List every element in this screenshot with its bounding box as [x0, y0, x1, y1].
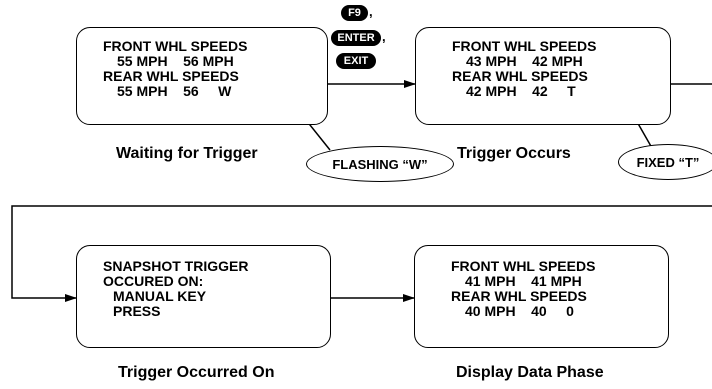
key-separator: , [369, 4, 373, 19]
screen-line: FRONT WHL SPEEDS [451, 258, 596, 274]
screen-line: PRESS [113, 303, 161, 319]
caption-display-data-phase: Display Data Phase [456, 364, 604, 381]
caption-trigger-occurs: Trigger Occurs [457, 145, 571, 162]
exit-key: EXIT [336, 53, 376, 69]
display-data-phase: FRONT WHL SPEEDS 41 MPH 41 MPH REAR WHL … [414, 245, 669, 348]
screen-line: SNAPSHOT TRIGGER [103, 258, 249, 274]
screen-line: FRONT WHL SPEEDS [103, 38, 248, 54]
screen-line: FRONT WHL SPEEDS [452, 38, 597, 54]
screen-line: 55 MPH 56 MPH [117, 53, 234, 69]
connector-wrap-row2 [11, 205, 712, 302]
screen-line: 40 MPH 40 0 [465, 303, 574, 319]
f9-key: F9 [341, 5, 368, 21]
screen-line: OCCURED ON: [103, 273, 204, 289]
display-trigger-occurred-on: SNAPSHOT TRIGGER OCCURED ON: MANUAL KEY … [76, 245, 331, 348]
display-waiting-for-trigger: FRONT WHL SPEEDS 55 MPH 56 MPH REAR WHL … [76, 27, 328, 125]
callout-fixed-t: FIXED “T” [618, 144, 712, 180]
display-trigger-occurs: FRONT WHL SPEEDS 43 MPH 42 MPH REAR WHL … [415, 27, 671, 125]
caption-waiting-for-trigger: Waiting for Trigger [116, 145, 258, 162]
screen-line: REAR WHL SPEEDS [103, 68, 239, 84]
enter-key: ENTER [331, 30, 381, 46]
screen-line: 41 MPH 41 MPH [465, 273, 582, 289]
screen-line: REAR WHL SPEEDS [451, 288, 587, 304]
screen-line: 43 MPH 42 MPH [466, 53, 583, 69]
screen-line: MANUAL KEY [113, 288, 207, 304]
key-separator: , [382, 29, 386, 44]
screen-line: 55 MPH 56 W [117, 83, 232, 99]
screen-line: REAR WHL SPEEDS [452, 68, 588, 84]
callout-flashing-w: FLASHING “W” [306, 146, 454, 182]
screen-line: 42 MPH 42 T [466, 83, 576, 99]
caption-trigger-occurred-on: Trigger Occurred On [118, 364, 275, 381]
